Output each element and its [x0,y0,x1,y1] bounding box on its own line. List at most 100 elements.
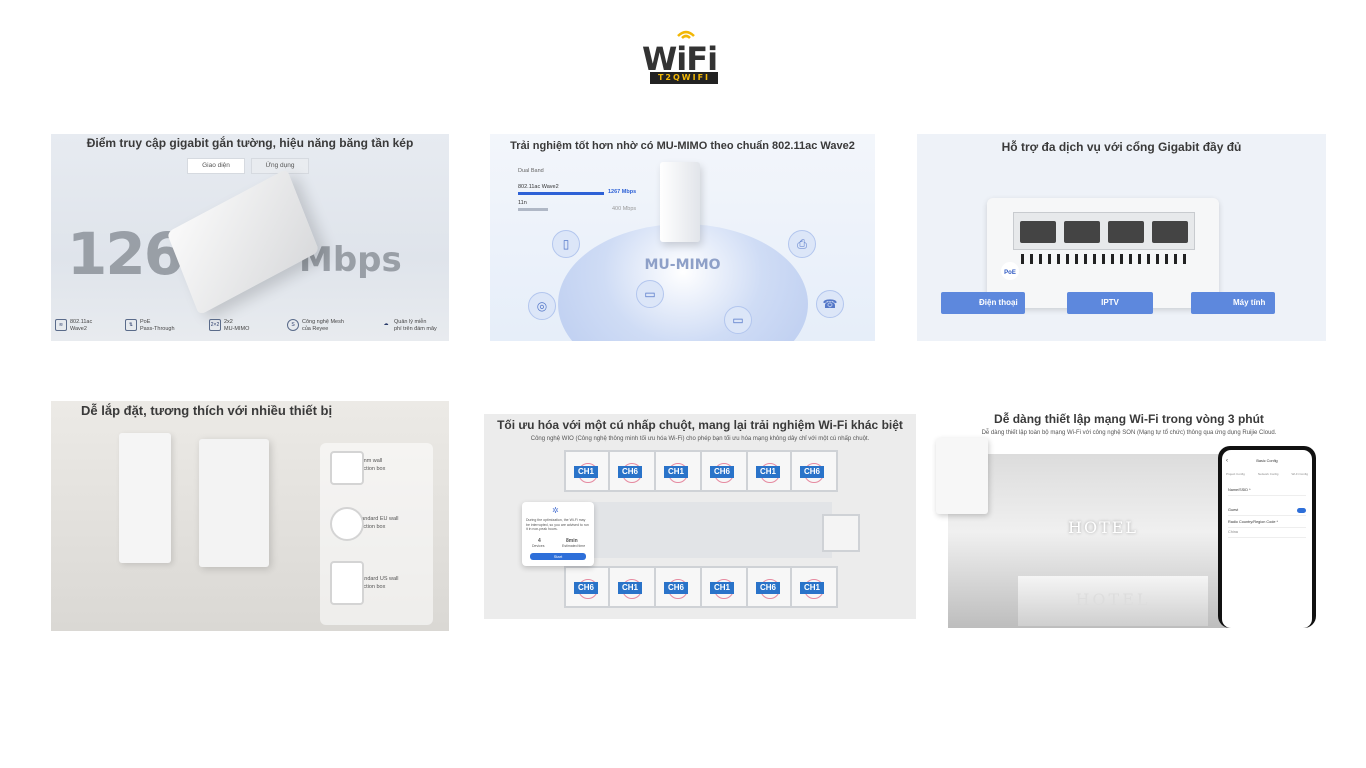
dialog-text: During the optimization, the Wi-Fi may b… [526,518,589,531]
panel-title: Hỗ trợ đa dịch vụ với cổng Gigabit đầy đ… [1001,140,1242,154]
feature-panel-gigabit-ports: Hỗ trợ đa dịch vụ với cổng Gigabit đầy đ… [917,134,1326,341]
channel-label: CH1 [618,582,642,594]
estimated-time: 8min [566,538,578,544]
service-tag-computer: Máy tính [1191,292,1275,314]
optimization-dialog: ✲ During the optimization, the Wi-Fi may… [522,502,594,566]
channel-label: CH6 [710,466,734,478]
logo-wordmark: WiFi [642,40,718,78]
logo-tagline: T2QWIFI [650,72,718,84]
ethernet-port [1020,221,1056,243]
phone-icon: ▯ [552,230,580,258]
mu-mimo-dome [558,224,808,341]
corner-room [822,514,860,552]
panel-title: Trải nghiệm tốt hơn nhờ có MU-MIMO theo … [510,140,855,152]
panel-title: Dễ lắp đặt, tương thích với nhiều thiết … [81,403,333,418]
guest-toggle[interactable] [1297,508,1306,513]
speed-bar-ac [518,192,604,195]
room [790,566,838,608]
gamepad-icon: ◎ [528,292,556,320]
wall-access-point-image [199,439,269,567]
corridor [564,502,832,558]
poe-badge: PoE [1001,262,1019,280]
view-tabs: Giao diện Ứng dụng [187,158,309,174]
tab-interface[interactable]: Giao diện [187,158,245,174]
panel-subtitle: Dễ dàng thiết lập toàn bộ mạng Wi-Fi với… [981,430,1277,436]
panel-title: Dễ dàng thiết lập mạng Wi-Fi trong vòng … [994,412,1264,426]
channel-label: CH6 [618,466,642,478]
access-point-image [936,438,988,514]
channel-label: CH1 [710,582,734,594]
channel-label: CH1 [664,466,688,478]
ethernet-port [1108,221,1144,243]
channel-label: CH6 [800,466,824,478]
ruijie-icon: S [287,319,299,331]
band-row-label: 802.11ac Wave2 [518,184,559,190]
guest-toggle-row[interactable]: Guest [1228,506,1306,516]
speed-bar-n [518,208,548,211]
channel-label: CH6 [574,582,598,594]
hotel-lobby-image: HOTEL HOTEL [948,454,1238,628]
country-code-label: Radio Country/Region Code * [1228,518,1306,528]
country-code-value[interactable]: China [1228,528,1306,538]
optimize-icon: ✲ [552,506,559,515]
panel-title: Điểm truy cập gigabit gắn tường, hiệu nă… [86,136,414,150]
poe-icon: ⇅ [125,319,137,331]
channel-label: CH1 [800,582,824,594]
channel-label: CH1 [574,466,598,478]
back-icon[interactable]: ‹ [1226,458,1228,464]
feature-panel-mu-mimo: Trải nghiệm tốt hơn nhờ có MU-MIMO theo … [490,134,875,341]
channel-label: CH1 [756,466,780,478]
feature-panel-wall-ap: Điểm truy cập gigabit gắn tường, hiệu nă… [51,134,449,341]
band-row-label: 11n [518,200,527,206]
feature-panel-installation: Dễ lắp đặt, tương thích với nhiều thiết … [51,401,449,631]
cloud-icon: ☁ [383,321,389,327]
feature-panel-wio: Tối ưu hóa với một cú nhấp chuột, mang l… [484,414,916,619]
junction-box-icon [330,451,364,485]
ssid-field[interactable]: Name/SSID * [1228,486,1306,496]
band-row-value: 400 Mbps [612,206,637,212]
vent-grille [1021,254,1191,264]
junction-box-icon [330,507,364,541]
wall-access-point-image [166,168,320,316]
panel-title: Tối ưu hóa với một cú nhấp chuột, mang l… [497,418,903,432]
junction-box-icon [330,561,364,605]
feature-panel-setup: Dễ dàng thiết lập mạng Wi-Fi trong vòng … [932,410,1326,630]
wall-access-point-image [119,433,171,563]
estimated-time-label: Estimated time [562,544,586,548]
mimo-icon: 2×2 [209,319,221,331]
wifi-icon: ≋ [55,319,67,331]
access-point-image [660,162,700,242]
band-label: Dual Band [518,168,544,174]
ethernet-port [1064,221,1100,243]
service-tag-iptv: IPTV [1067,292,1153,314]
t2qwifi-logo: WiFi T2QWIFI [638,28,726,86]
service-tag-phone: Điện thoại [941,292,1025,314]
reception-desk: HOTEL [1018,576,1208,626]
laptop-icon: ▭ [724,306,752,334]
channel-label: CH6 [756,582,780,594]
access-point-back-image [987,198,1219,308]
band-row-value: 1267 Mbps [608,189,637,195]
app-header: Basic Config [1256,459,1278,463]
wifi-signal-icon [677,30,695,39]
ethernet-port [1152,221,1188,243]
channel-label: CH6 [664,582,688,594]
device-count-label: Devices [532,544,545,548]
device-count: 4 [538,538,541,544]
start-button[interactable]: Start [530,553,586,560]
fax-icon: ☎ [816,290,844,318]
mu-mimo-label: MU-MIMO [644,257,721,273]
hotel-sign: HOTEL [1068,518,1139,537]
panel-subtitle: Công nghệ WIO (Công nghệ thông minh tối … [530,436,870,442]
